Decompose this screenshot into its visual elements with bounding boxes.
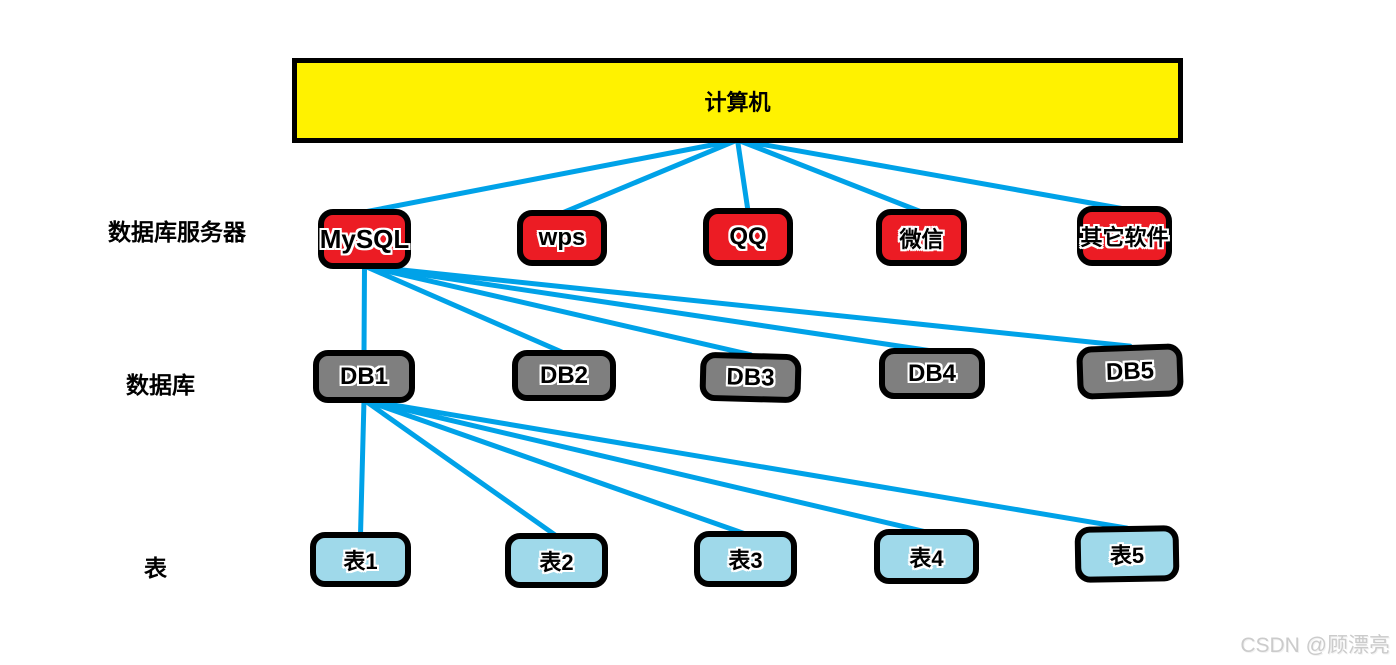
node-table3-label: 表3 [728,548,763,573]
node-table5: 表5 [1074,525,1180,583]
node-table2: 表2 [505,533,608,588]
node-table5-label: 表5 [1109,542,1145,569]
node-db3-label: DB3 [726,362,775,392]
node-mysql: MySQL [318,209,411,269]
node-other-software-label: 其它软件 [1080,225,1169,250]
node-qq-label: QQ [729,223,767,250]
node-db2: DB2 [512,350,616,401]
node-table1-label: 表1 [343,548,378,574]
watermark: CSDN @顾漂亮 [1240,634,1390,657]
node-wechat: 微信 [876,209,967,266]
node-wechat-label: 微信 [899,226,944,252]
node-computer: 计算机 [292,58,1183,143]
node-table4: 表4 [874,529,979,584]
node-table3: 表3 [694,531,797,587]
node-db3: DB3 [699,351,802,404]
node-db5: DB5 [1076,343,1184,400]
node-db4-label: DB4 [907,359,956,387]
node-db1-label: DB1 [339,362,388,390]
node-db1: DB1 [313,350,415,403]
node-db4: DB4 [879,348,985,399]
node-db5-label: DB5 [1105,356,1155,386]
row-label-database: 数据库 [126,372,195,398]
node-table1: 表1 [310,532,411,587]
node-wps: wps [517,210,607,266]
node-wps-label: wps [538,224,586,251]
row-label-table: 表 [144,555,167,581]
node-other-software: 其它软件 [1077,206,1172,266]
node-db2-label: DB2 [539,361,588,389]
node-qq: QQ [703,208,793,266]
row-label-database-server: 数据库服务器 [108,219,246,245]
node-mysql-label: MySQL [319,223,410,254]
node-table2-label: 表2 [539,549,574,575]
node-computer-label: 计算机 [704,89,771,115]
node-table4-label: 表4 [909,545,944,571]
